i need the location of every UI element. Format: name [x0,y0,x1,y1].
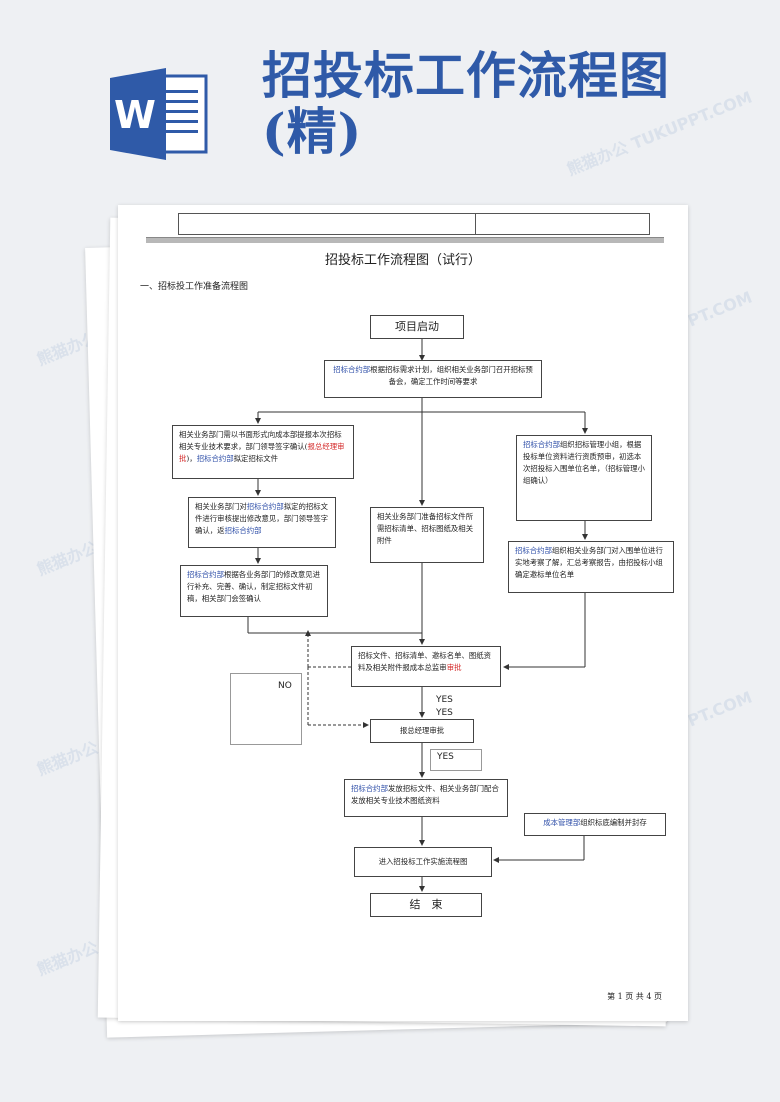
right-step-2: 招标合约部组织相关业务部门对入围单位进行实地考察了解，汇总考察报告，由招投标小组… [508,541,674,593]
next-flow-node: 进入招投标工作实施流程图 [354,847,492,877]
dept-name: 招标合约部 [515,546,552,555]
left-step-1: 相关业务部门需以书面形式向成本部提报本次招标相关专业技术要求，部门领导签字确认(… [172,425,354,479]
dept-name: 招标合约部 [523,440,560,449]
plan-node: 招标合约部根据招标需求计划，组织相关业务部门召开招标预备会，确定工作时间等要求 [324,360,542,398]
yes-label: YES [437,752,454,762]
flowchart-connectors [247,339,588,892]
step-text: 组织招标管理小组，根据投标单位资料进行资质预审，初选本次招投标入围单位名单，（招… [523,440,645,485]
svg-text:W: W [114,93,156,137]
step-text: 根据各业务部门的修改意见进行补充、完善、确认，制定招标文件初稿，相关部门会签确认 [187,570,321,603]
cost-step: 成本管理部组织标底编制并封存 [524,813,666,836]
document-title: 招投标工作流程图(精) [262,46,670,161]
left-step-3: 招标合约部根据各业务部门的修改意见进行补充、完善、确认，制定招标文件初稿，相关部… [180,565,328,617]
step-text: 进入招投标工作实施流程图 [378,857,468,866]
dept-name: 招标合约部 [187,570,224,579]
step-text: 相关业务部门对 [195,502,247,511]
no-label: NO [278,681,292,691]
dept-name: 招标合约部 [196,454,234,463]
page-footer: 第 1 页 共 4 页 [607,992,662,1001]
end-label: 结 束 [409,898,443,911]
yes-label: YES [436,708,453,718]
dept-name: 招标合约部 [224,526,262,535]
merge-step: 招标文件、招标清单、邀标名单、图纸资料及相关附件报成本总监审审批 [351,646,501,687]
issue-step: 招标合约部发放招标文件、相关业务部门配合发放相关专业技术图纸资料 [344,779,508,817]
right-step-1: 招标合约部组织招标管理小组，根据投标单位资料进行资质预审，初选本次招投标入围单位… [516,435,652,521]
step-text: 组织相关业务部门对入围单位进行实地考察了解，汇总考察报告，由招投标小组确定邀标单… [515,546,663,579]
step-text: 组织标底编制并封存 [580,818,647,827]
step-text: 相关业务部门需以书面形式向成本部提报本次招标相关专业技术要求，部门领导签字确认( [179,430,342,451]
start-label: 项目启动 [395,320,439,333]
step-text: 发放招标文件、相关业务部门配合发放相关专业技术图纸资料 [351,784,499,805]
left-step-2: 相关业务部门对招标合约部拟定的招标文件进行审核提出修改意见，部门领导签字确认，返… [188,497,336,548]
step-text: 拟定招标文件 [233,454,279,463]
header-rule [146,237,664,243]
yes-label-box: YES [430,749,482,771]
step-text: 招标文件、招标清单、邀标名单、图纸资料及相关附件报成本总监审 [358,651,492,672]
dept-name: 招标合约部 [333,365,371,374]
approval-note: 报总经理审批 [179,442,345,463]
step-text: )， [186,454,197,463]
middle-step: 相关业务部门准备招标文件所需招标清单、招标图纸及相关附件 [370,507,484,563]
header-table [178,213,650,235]
word-document-icon: W [110,68,208,160]
page-heading: 招投标工作流程图（试行） [324,253,481,268]
yes-label: YES [436,695,453,705]
section-heading: 一、招标投工作准备流程图 [140,282,249,292]
approval-note: 审批 [446,663,462,672]
dept-name: 招标合约部 [351,784,388,793]
no-branch-box [230,673,302,745]
dept-name: 招标合约部 [246,502,284,511]
document-page: 招投标工作流程图（试行） 一、招标投工作准备流程图 [118,205,688,1021]
step-text: 相关业务部门准备招标文件所需招标清单、招标图纸及相关附件 [377,512,474,545]
dept-name: 成本管理部 [543,818,581,827]
flowchart: 项目启动 招标合约部根据招标需求计划，组织相关业务部门召开招标预备会，确定工作时… [118,205,688,1021]
start-node: 项目启动 [370,315,464,339]
plan-text: 根据招标需求计划，组织相关业务部门召开招标预备会，确定工作时间等要求 [370,365,533,386]
gm-approval-node: 报总经理审批 [370,719,474,743]
step-text: 报总经理审批 [399,726,445,735]
step-text: 拟定的招标文件进行审核提出修改意见，部门领导签字确认，返 [195,502,329,535]
end-node: 结 束 [370,893,482,917]
